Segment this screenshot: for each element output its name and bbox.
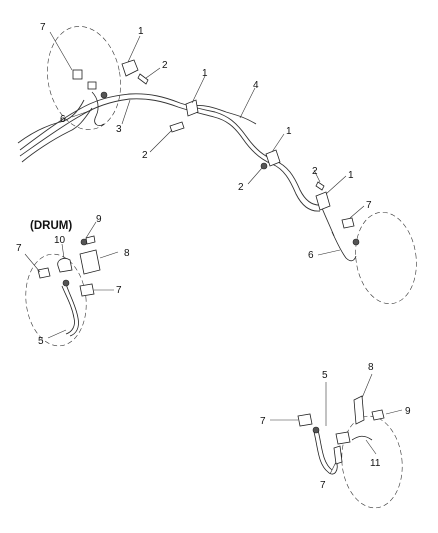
right-hose-end [352, 238, 360, 246]
disc-bracket-8 [353, 395, 365, 425]
callout-drum-5: 5 [38, 336, 44, 347]
right-clip-7 [341, 217, 355, 229]
callout-drum-7b: 7 [116, 285, 122, 296]
callout-top-2c: 2 [238, 182, 244, 193]
drum-hose-5 [61, 285, 75, 335]
brake-tube-4 [189, 105, 257, 125]
rear-brake-line-assembly [17, 26, 417, 305]
right-hose-6 [331, 231, 357, 262]
disc-leader-lines [270, 373, 403, 475]
bracket-1a [121, 59, 139, 77]
callout-top-2d: 2 [312, 166, 318, 177]
callout-top-1d: 1 [348, 170, 354, 181]
callout-top-6: 6 [60, 114, 66, 125]
callout-disc-9: 9 [405, 406, 411, 417]
drum-leader-lines [24, 221, 119, 339]
callout-disc-7a: 7 [260, 416, 266, 427]
callout-drum-8: 8 [124, 248, 130, 259]
drum-section-label: (DRUM) [30, 220, 72, 232]
callout-top-7b: 7 [366, 200, 372, 211]
bolt-2d [315, 181, 325, 191]
drum-bracket-8 [79, 249, 101, 275]
disc-line-11 [351, 435, 373, 441]
disc-brake-assembly [297, 395, 403, 509]
bracket-1c [265, 149, 281, 167]
bolt-2c [260, 162, 268, 170]
disc-bolt-9 [371, 409, 385, 421]
bolt-2b [169, 121, 185, 133]
brake-tube-right-drop [321, 207, 335, 237]
brake-tube-left-branch-2 [21, 107, 93, 163]
drum-hose-5b [65, 283, 79, 337]
disc-clip-7b [333, 445, 343, 465]
callout-top-1b: 1 [202, 68, 208, 79]
disc-fitting [335, 431, 351, 445]
callout-disc-8: 8 [368, 362, 374, 373]
callout-disc-5: 5 [322, 370, 328, 381]
drum-bolt-9-shaft [85, 235, 96, 245]
callout-top-7: 7 [40, 22, 46, 33]
bracket-1d [315, 191, 331, 211]
callout-disc-11: 11 [370, 458, 381, 469]
left-fitting [87, 81, 97, 90]
callout-top-4: 4 [253, 80, 259, 91]
disc-hose-end [312, 426, 320, 434]
callout-labels: 7 1 2 1 4 6 3 2 1 2 2 1 7 6 (DRUM) 9 10 … [16, 22, 411, 491]
disc-hose-5 [313, 431, 338, 475]
right-backing-plate [355, 211, 417, 305]
top-leader-lines [49, 31, 365, 256]
drum-backing-plate [25, 253, 87, 347]
callout-drum-9: 9 [96, 214, 102, 225]
callout-top-6b: 6 [308, 250, 314, 261]
left-backing-plate [47, 26, 121, 130]
brake-tube-upper [19, 93, 323, 206]
left-hose-6 [91, 91, 105, 126]
drum-banjo-10 [57, 258, 73, 273]
callout-disc-7b: 7 [320, 480, 326, 491]
left-clip-7 [72, 69, 83, 80]
left-bolt [100, 91, 108, 99]
disc-backing-plate [341, 415, 403, 509]
drum-brake-assembly [25, 235, 101, 347]
disc-hose-5b [317, 429, 333, 471]
callout-drum-10: 10 [54, 235, 66, 246]
drum-clip-7a [37, 267, 51, 279]
bolt-2a [137, 73, 149, 85]
drum-clip-7b [79, 283, 95, 297]
callout-top-3: 3 [116, 124, 122, 135]
callout-top-1c: 1 [286, 126, 292, 137]
callout-drum-7a: 7 [16, 243, 22, 254]
callout-top-1a: 1 [138, 26, 144, 37]
callout-top-2b: 2 [142, 150, 148, 161]
drum-hose-end [62, 279, 70, 287]
disc-clip-7a [297, 413, 313, 427]
brake-tube-left-branch [17, 99, 85, 144]
callout-top-2a: 2 [162, 60, 168, 71]
